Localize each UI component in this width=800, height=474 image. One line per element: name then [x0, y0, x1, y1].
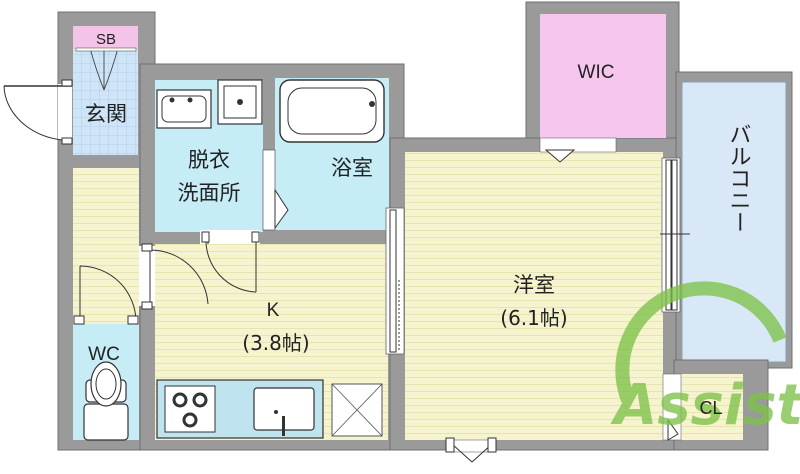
label-yokushitsu: 浴室 — [331, 156, 373, 180]
datsui-door — [200, 230, 260, 293]
room-wic — [540, 14, 666, 138]
label-kitchen: K — [267, 300, 280, 321]
label-wic: WIC — [578, 62, 615, 83]
cl-door — [662, 373, 682, 441]
label-youshitsu: 洋室 — [513, 273, 555, 297]
wic-door — [539, 137, 617, 163]
bath-door — [262, 149, 289, 231]
wc-door — [73, 262, 139, 325]
assist-logo: Assist — [610, 281, 800, 438]
balcony-window — [660, 157, 690, 313]
bottom-window — [445, 437, 497, 463]
washbasin — [156, 89, 212, 129]
label-wc: WC — [88, 344, 120, 365]
label-datsui-1: 脱衣 — [188, 148, 230, 172]
sliding-door-kitchen — [385, 207, 405, 355]
shoe-box-doors — [75, 47, 137, 91]
label-balcony: バルコニー — [726, 123, 751, 233]
room-genkan — [73, 49, 138, 155]
kitchen-counter — [156, 379, 324, 439]
room-sb — [73, 26, 138, 49]
toilet — [83, 361, 129, 441]
label-kitchen-size: (3.8帖) — [242, 331, 309, 355]
bathtub — [279, 79, 385, 143]
label-cl: CL — [699, 398, 722, 418]
washing-machine-pan — [217, 79, 263, 125]
refrigerator-space — [331, 383, 383, 437]
watermark-text: Assist — [610, 373, 800, 438]
label-youshitsu-size: (6.1帖) — [500, 306, 567, 330]
entrance-door — [3, 79, 73, 145]
label-datsui-2: 洗面所 — [178, 181, 241, 205]
corridor-door — [139, 243, 209, 310]
label-genkan: 玄関 — [85, 102, 127, 126]
room-cl — [681, 374, 743, 440]
label-sb: SB — [96, 31, 116, 48]
